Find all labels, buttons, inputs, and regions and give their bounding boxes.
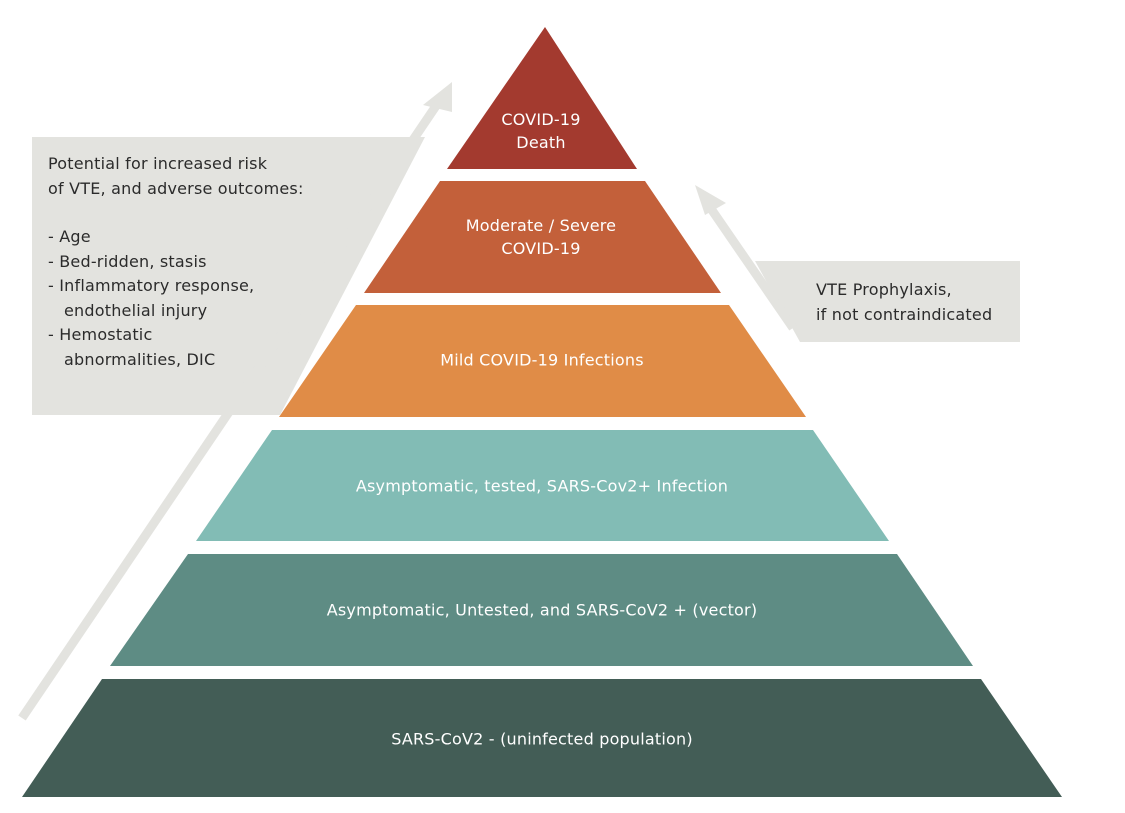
tier-label-asymptomatic-untested: Asymptomatic, Untested, and SARS-CoV2 + …: [327, 599, 758, 622]
prophylaxis-line: if not contraindicated: [816, 304, 993, 324]
tier-label-moderate-severe: Moderate / Severe COVID-19: [466, 214, 616, 260]
tier-label-line: Asymptomatic, Untested, and SARS-CoV2 + …: [326, 600, 758, 620]
prophylaxis-line: VTE Prophylaxis,: [816, 280, 952, 299]
risk-item-continuation: endothelial injury: [64, 300, 208, 320]
risk-arrow-shaft: [18, 97, 444, 721]
tier-label-line: COVID-19: [501, 110, 581, 129]
tier-label-line: Death: [516, 133, 566, 152]
risk-item: - Age: [48, 227, 91, 246]
tier-label-line: Asymptomatic, tested, SARS-Cov2+ Infecti…: [355, 476, 729, 496]
tier-mild: [279, 305, 806, 417]
tier-label-line: COVID-19: [501, 239, 581, 258]
risk-item: - Bed-ridden, stasis: [48, 251, 207, 271]
tier-label-mild: Mild COVID-19 Infections: [440, 349, 644, 372]
prophylaxis-arrow-head: [695, 185, 726, 215]
prophylaxis-arrow-shaft: [701, 197, 797, 331]
risk-item-continuation: abnormalities, DIC: [64, 349, 216, 369]
spacer: [48, 201, 304, 225]
risk-heading-line: Potential for increased risk: [48, 154, 268, 173]
tier-death: [447, 27, 637, 169]
tier-label-asymptomatic-tested: Asymptomatic, tested, SARS-Cov2+ Infecti…: [356, 475, 728, 498]
tier-label-line: Mild COVID-19 Infections: [440, 350, 644, 370]
risk-callout: Potential for increased risk of VTE, and…: [48, 152, 304, 372]
prophylaxis-callout: VTE Prophylaxis, if not contraindicated: [816, 278, 992, 327]
risk-heading-line: of VTE, and adverse outcomes:: [48, 178, 304, 198]
tier-uninfected: [22, 679, 1062, 797]
risk-arrow-head: [423, 82, 452, 112]
tier-asymptomatic-untested: [110, 554, 973, 666]
tier-label-uninfected: SARS-CoV2 - (uninfected population): [391, 728, 693, 751]
prophylaxis-box-shape: [755, 261, 1020, 342]
tier-label-death: COVID-19 Death: [501, 108, 580, 154]
tier-moderate-severe: [364, 181, 721, 293]
risk-item: - Hemostatic: [48, 325, 153, 344]
tier-label-line: SARS-CoV2 - (uninfected population): [391, 729, 693, 749]
risk-item: - Inflammatory response,: [48, 276, 255, 295]
risk-box-shape: [32, 137, 425, 415]
tier-label-line: Moderate / Severe: [465, 216, 617, 235]
tier-asymptomatic-tested: [196, 430, 889, 541]
